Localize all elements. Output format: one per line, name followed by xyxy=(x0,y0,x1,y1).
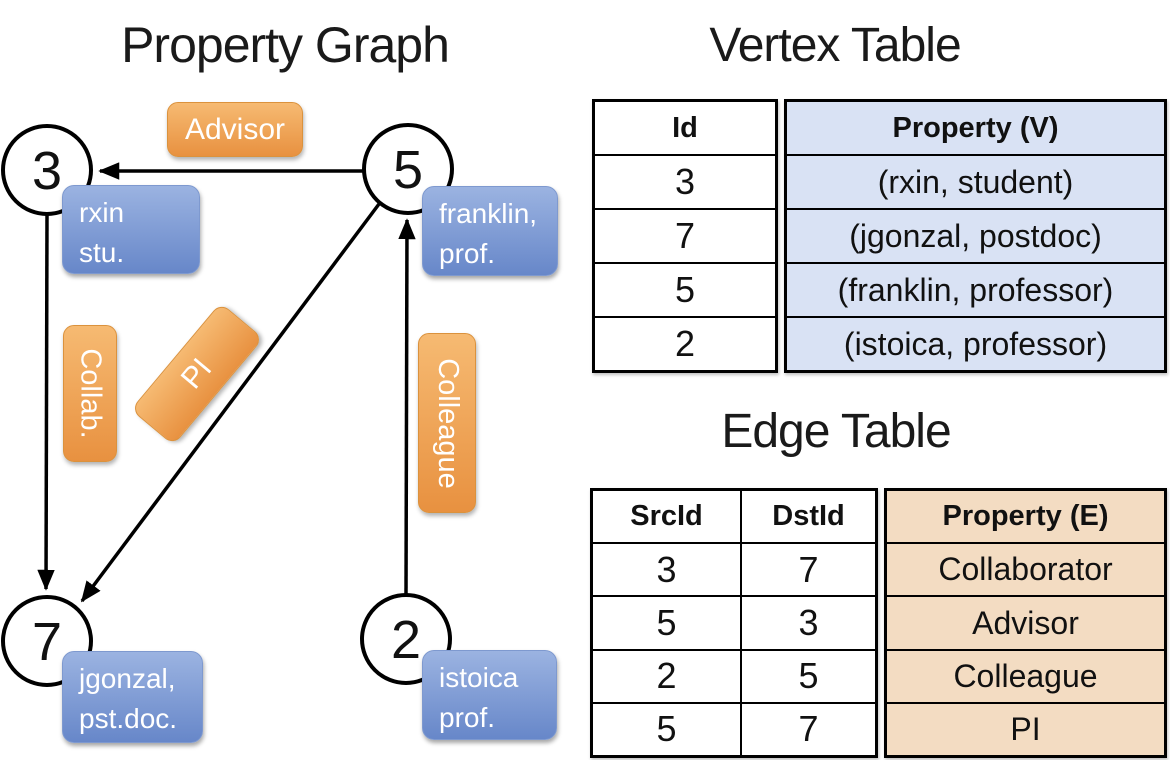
vertex-property-line: pst.doc. xyxy=(79,703,178,734)
table-cell: 5 xyxy=(595,262,775,316)
vertex-table: Id 3 7 5 2 Property (V) (rxin, student) … xyxy=(592,99,1167,373)
vertex-property-line: prof. xyxy=(439,702,496,733)
table-cell: (rxin, student) xyxy=(787,154,1164,208)
table-cell: Advisor xyxy=(887,595,1164,648)
vertex-property-box-3: rxin stu. xyxy=(62,185,200,274)
table-cell: 7 xyxy=(595,208,775,262)
vertex-7-id: 7 xyxy=(32,612,62,672)
edge-label-advisor: Advisor xyxy=(167,102,303,157)
table-cell: 5 xyxy=(593,595,740,648)
vertex-property-box-7: jgonzal, pst.doc. xyxy=(62,651,203,743)
table-cell: 3 xyxy=(742,595,875,648)
edge-table-ids-columns: SrcId 3 5 2 5 DstId 7 3 5 7 xyxy=(590,488,878,758)
edge-label-collaborator: Collab. xyxy=(63,325,117,462)
edge-collaborator-3-to-7 xyxy=(37,213,55,591)
table-cell: PI xyxy=(887,701,1164,755)
table-cell: Collaborator xyxy=(887,542,1164,595)
vertex-property-line: istoica xyxy=(439,662,519,693)
table-cell: 3 xyxy=(595,154,775,208)
table-cell: 2 xyxy=(595,316,775,370)
table-cell: (istoica, professor) xyxy=(787,316,1164,370)
vertex-property-line: prof. xyxy=(439,238,496,269)
edge-table-header-property: Property (E) xyxy=(942,500,1109,533)
table-cell: Colleague xyxy=(887,648,1164,702)
vertex-property-line: jgonzal, xyxy=(79,663,176,694)
edge-label-colleague-text: Colleague xyxy=(431,357,464,489)
edge-label-advisor-text: Advisor xyxy=(184,112,286,146)
edge-label-collaborator-text: Collab. xyxy=(74,348,107,439)
edge-table-property-column: Property (E) Collaborator Advisor Collea… xyxy=(884,488,1167,758)
edge-label-colleague: Colleague xyxy=(418,333,476,513)
vertex-table-header-id: Id xyxy=(672,111,698,144)
vertex-table-title: Vertex Table xyxy=(709,19,961,72)
table-cell: 7 xyxy=(742,542,875,595)
edge-table-header-srcid: SrcId xyxy=(630,500,703,533)
edge-table-title: Edge Table xyxy=(721,405,951,458)
table-cell: 3 xyxy=(593,542,740,595)
vertex-3-id: 3 xyxy=(32,141,62,201)
vertex-property-line: franklin, xyxy=(439,198,538,229)
edge-table-dstid-column: DstId 7 3 5 7 xyxy=(740,491,875,755)
edge-table: SrcId 3 5 2 5 DstId 7 3 5 7 Property (E)… xyxy=(590,488,1167,758)
table-cell: 5 xyxy=(742,648,875,702)
vertex-table-property-column: Property (V) (rxin, student) (jgonzal, p… xyxy=(784,99,1167,373)
property-graph-title: Property Graph xyxy=(121,17,450,73)
vertex-property-line: stu. xyxy=(79,237,125,268)
table-cell: (franklin, professor) xyxy=(787,262,1164,316)
vertex-table-header-property: Property (V) xyxy=(892,111,1059,144)
vertex-property-box-2: istoica prof. xyxy=(422,650,557,740)
vertex-property-box-5: franklin, prof. xyxy=(422,186,558,276)
vertex-2-id: 2 xyxy=(391,610,421,670)
table-cell: 5 xyxy=(593,701,740,755)
edge-pi-5-to-7 xyxy=(80,202,381,603)
edge-colleague-2-to-5 xyxy=(398,218,416,596)
table-cell: 2 xyxy=(593,648,740,702)
vertex-5-id: 5 xyxy=(393,140,423,200)
table-cell: 7 xyxy=(742,701,875,755)
vertex-property-line: rxin xyxy=(79,197,125,228)
edge-table-header-dstid: DstId xyxy=(772,500,845,533)
vertex-table-id-column: Id 3 7 5 2 xyxy=(592,99,778,373)
edge-table-srcid-column: SrcId 3 5 2 5 xyxy=(593,491,740,755)
table-cell: (jgonzal, postdoc) xyxy=(787,208,1164,262)
edge-label-pi-text: PI xyxy=(174,352,219,396)
